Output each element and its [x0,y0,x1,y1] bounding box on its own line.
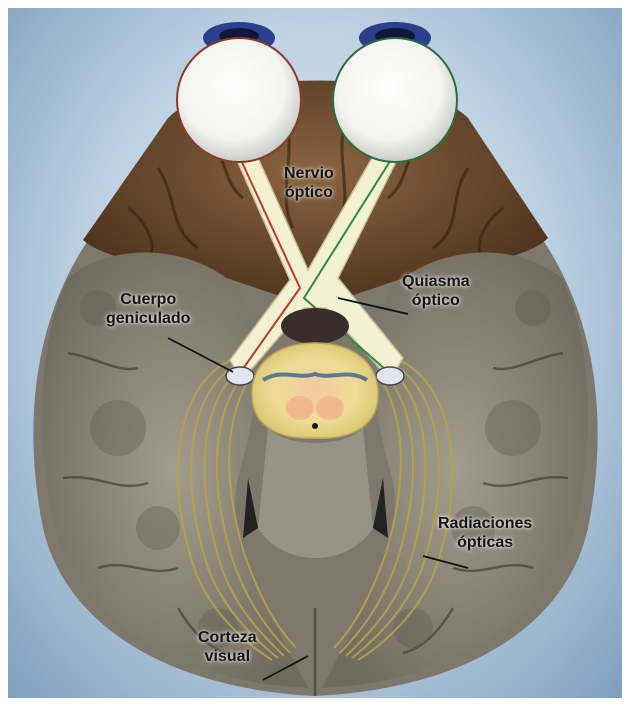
label-line: ópticas [438,533,532,552]
mammillary-region [281,308,349,344]
brain-illustration [8,8,622,698]
label-nervio-optico: Nervio óptico [284,164,334,202]
label-line: Nervio [284,164,334,183]
right-eyeball [333,22,457,162]
label-line: óptico [284,183,334,202]
label-corteza-visual: Corteza visual [198,628,257,666]
illustration-frame: Nervio óptico Quiasma óptico Cuerpo geni… [8,8,622,698]
label-line: Quiasma [402,272,470,291]
label-line: óptico [402,291,470,310]
label-line: Radiaciones [438,514,532,533]
label-cuerpo-geniculado: Cuerpo geniculado [106,290,190,328]
label-line: geniculado [106,309,190,328]
label-line: visual [198,647,257,666]
right-geniculate-body [376,367,404,385]
left-eyeball [177,22,301,162]
label-radiaciones-opticas: Radiaciones ópticas [438,514,532,552]
brainstem [258,428,373,558]
label-line: Cuerpo [106,290,190,309]
label-line: Corteza [198,628,257,647]
label-quiasma-optico: Quiasma óptico [402,272,470,310]
